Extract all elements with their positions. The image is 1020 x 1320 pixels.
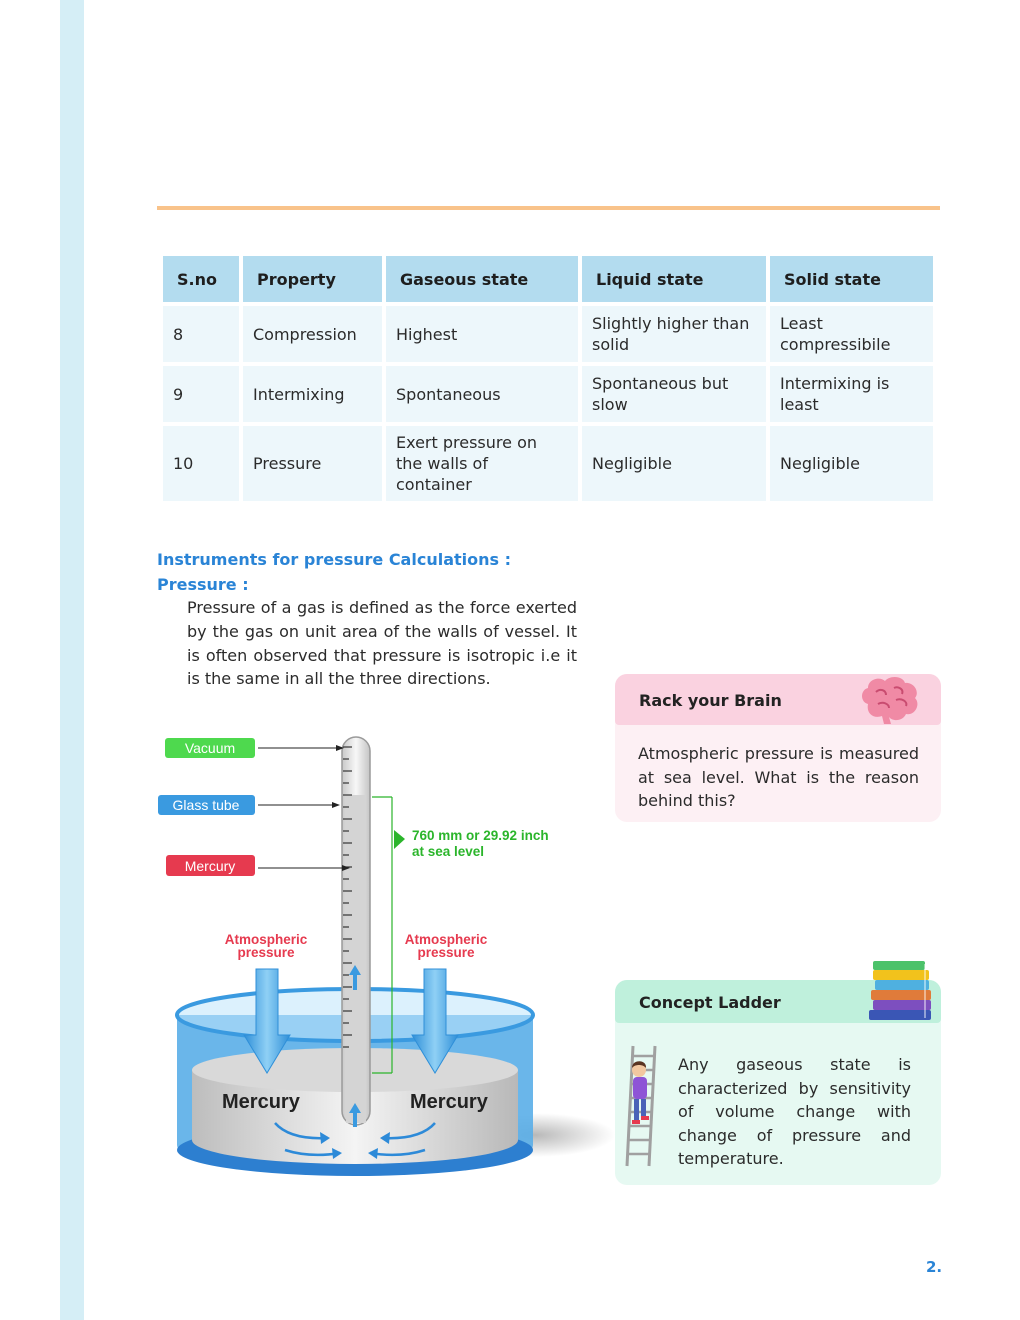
table-header-cell: Property — [243, 256, 382, 302]
height-note: 760 mm or 29.92 inch — [412, 828, 549, 843]
table-row: 8 Compression Highest Slightly higher th… — [163, 306, 933, 362]
atm-left-label: pressure — [237, 945, 295, 960]
rack-your-brain-title: Rack your Brain — [639, 691, 782, 710]
down-arrow-icon — [411, 968, 459, 1074]
pressure-definition: Pressure of a gas is defined as the forc… — [187, 598, 577, 689]
books-icon — [869, 961, 931, 1020]
section-subtitle: Pressure : — [157, 575, 249, 594]
down-arrow-icon — [243, 968, 291, 1074]
barometer-diagram: Mercury Mercury Atmospheric pressure Atm… — [158, 736, 615, 1176]
atm-left-label: Atmospheric — [225, 932, 308, 947]
table-cell: Highest — [386, 306, 578, 362]
table-cell: Compression — [243, 306, 382, 362]
vacuum-label: Vacuum — [185, 740, 235, 756]
table-cell: Pressure — [243, 426, 382, 501]
arrowheads — [320, 1132, 390, 1159]
mercury-tag — [166, 855, 255, 876]
table-header-cell: Liquid state — [582, 256, 766, 302]
height-bracket — [372, 796, 393, 1074]
concept-ladder-box: Concept Ladder Any gaseous state is char… — [615, 961, 941, 1185]
table-cell: 10 — [163, 426, 239, 501]
atm-right-label: pressure — [417, 945, 475, 960]
glass-tube-tag — [158, 795, 255, 815]
height-note: at sea level — [412, 844, 484, 859]
table-header-cell: S.no — [163, 256, 239, 302]
table-row: 10 Pressure Exert pressure on the walls … — [163, 426, 933, 501]
page-number: 2. — [926, 1258, 943, 1276]
table-cell: 9 — [163, 366, 239, 422]
mercury-tag-label: Mercury — [185, 858, 236, 874]
brain-icon — [862, 677, 918, 724]
mercury-column — [346, 795, 366, 1123]
table-cell: Intermixing is least — [770, 366, 933, 422]
up-arrow-icon — [349, 1103, 361, 1127]
table-cell: Spontaneous — [386, 366, 578, 422]
pointer-arrowhead — [332, 802, 340, 808]
top-rule — [157, 206, 940, 210]
table-cell: Slightly higher than solid — [582, 306, 766, 362]
table-header-cell: Gaseous state — [386, 256, 578, 302]
table-cell: Spontaneous but slow — [582, 366, 766, 422]
rack-your-brain-box: Rack your Brain Atmospheric pressure is … — [615, 674, 941, 822]
table-cell: 8 — [163, 306, 239, 362]
glass-tube-label: Glass tube — [173, 797, 240, 813]
table-header-cell: Solid state — [770, 256, 933, 302]
mercury-left-label: Mercury — [222, 1091, 301, 1113]
table-header-row: S.no Property Gaseous state Liquid state… — [163, 256, 933, 302]
bracket-marker — [394, 830, 405, 849]
side-strip — [60, 0, 84, 1320]
section-title: Instruments for pressure Calculations : — [157, 550, 511, 569]
atm-right-label: Atmospheric — [405, 932, 488, 947]
vacuum-tag — [165, 738, 255, 758]
girl-on-ladder-icon — [625, 1045, 657, 1167]
table-cell: Intermixing — [243, 366, 382, 422]
table-cell: Exert pressure on the walls of container — [386, 426, 578, 501]
pointer-arrowhead — [336, 745, 344, 751]
concept-ladder-title: Concept Ladder — [639, 993, 781, 1012]
rack-your-brain-text: Atmospheric pressure is measured at sea … — [638, 744, 919, 810]
table-cell: Least compressibile — [770, 306, 933, 362]
concept-ladder-text: Any gaseous state is characterized by se… — [678, 1055, 911, 1169]
table-row: 9 Intermixing Spontaneous Spontaneous bu… — [163, 366, 933, 422]
properties-table: S.no Property Gaseous state Liquid state… — [159, 252, 937, 505]
table-cell: Negligible — [582, 426, 766, 501]
up-arrow-icon — [349, 965, 361, 990]
table-cell: Negligible — [770, 426, 933, 501]
mercury-right-label: Mercury — [410, 1091, 489, 1113]
pointer-arrowhead — [342, 865, 350, 871]
